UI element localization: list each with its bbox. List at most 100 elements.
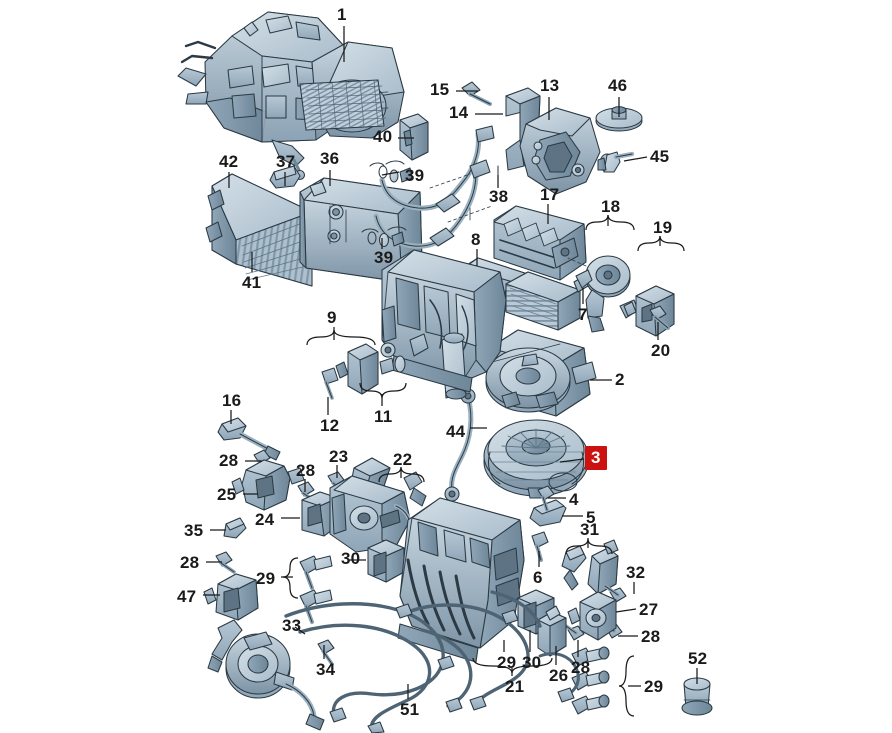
part-9-11-12-valve-parts (321, 333, 429, 400)
callout-label-28a: 28 (219, 451, 239, 470)
callout-label-28e: 28 (641, 627, 661, 646)
leader-line-33 (294, 626, 306, 635)
callout-label-51: 51 (400, 700, 420, 719)
callout-label-36: 36 (320, 149, 340, 168)
bracket-29a (282, 557, 299, 599)
part-21-lower-housing (397, 497, 525, 663)
callout-label-34: 34 (316, 660, 336, 679)
callout-label-11: 11 (374, 407, 393, 426)
part-47-actuator (203, 573, 259, 621)
part-30-relay-left (367, 539, 405, 583)
part-20-screw (649, 305, 670, 330)
part-45-stud (597, 151, 635, 173)
callout-label-28d: 28 (571, 658, 591, 677)
leader-line-45 (623, 156, 648, 162)
part-1-hvac-assembly (177, 11, 405, 181)
callout-label-47: 47 (177, 587, 197, 606)
callout-label-46: 46 (608, 76, 628, 95)
callout-label-24: 24 (255, 510, 275, 529)
callout-label-21: 21 (505, 677, 525, 696)
callout-label-7: 7 (578, 305, 588, 324)
part-40-connector (399, 113, 429, 161)
callout-label-12: 12 (320, 416, 340, 435)
part-52-grommet (681, 677, 713, 716)
bracket-31 (565, 538, 613, 555)
callout-label-29c: 29 (644, 677, 664, 696)
bracket-29c (618, 655, 635, 717)
callout-label-52: 52 (688, 649, 708, 668)
callout-label-40: 40 (373, 127, 393, 146)
part-33-34-51-harness (207, 485, 580, 733)
part-41-heat-exchanger (205, 173, 319, 287)
highlighted-part-number[interactable]: 3 (585, 446, 607, 470)
callout-label-1: 1 (337, 5, 347, 24)
callout-label-13: 13 (540, 76, 560, 95)
part-36-evaporator (299, 177, 423, 283)
part-35-clip (223, 517, 247, 539)
callout-label-28c: 28 (180, 553, 200, 572)
leader-line-27 (615, 608, 637, 613)
bracket-19 (637, 235, 685, 252)
part-15-bolt (461, 81, 492, 106)
bolt-28c (215, 551, 236, 574)
bracket-9 (306, 329, 376, 346)
callout-label-35: 35 (184, 521, 204, 540)
callout-label-38: 38 (489, 187, 509, 206)
callout-label-28b: 28 (296, 461, 316, 480)
callout-label-8: 8 (471, 230, 481, 249)
callout-label-30b: 30 (522, 653, 542, 672)
part-25-actuator (231, 459, 305, 511)
callout-label-29b: 29 (497, 653, 517, 672)
callout-label-4: 4 (569, 490, 579, 509)
callout-label-39b: 39 (374, 248, 394, 267)
callout-label-37: 37 (276, 152, 296, 171)
part-17-vent-assembly (493, 205, 587, 281)
callout-label-9: 9 (327, 308, 337, 327)
callout-label-45: 45 (650, 147, 670, 166)
bracket-18 (585, 214, 635, 231)
callout-label-44: 44 (446, 422, 466, 441)
callout-label-42: 42 (219, 152, 239, 171)
part-31-sensors (561, 539, 619, 595)
part-7-clip (575, 269, 593, 289)
part-30-relay-right (517, 589, 555, 635)
callout-label-41: 41 (242, 273, 262, 292)
part-39-38-refrigerant-lines (361, 125, 499, 249)
part-2-blower-housing (485, 329, 597, 417)
callout-label-18: 18 (601, 197, 621, 216)
bracket-22 (378, 466, 425, 483)
callout-label-16: 16 (222, 391, 242, 410)
callout-label-23: 23 (329, 447, 349, 466)
part-center-actuator-body (329, 475, 413, 553)
part-32-screw (603, 584, 627, 603)
bracket-21 (472, 657, 553, 674)
part-29-studs-left (299, 555, 333, 624)
callout-label-32: 32 (626, 563, 646, 582)
leader-line-highlight (559, 458, 585, 463)
part-27-motor (567, 591, 617, 641)
bracket-11 (359, 382, 407, 399)
callout-label-33: 33 (282, 616, 302, 635)
callout-label-2: 2 (615, 370, 625, 389)
part-13-mount-plate (519, 107, 601, 195)
callout-label-26: 26 (549, 666, 569, 685)
callout-label-6: 6 (533, 568, 543, 587)
callout-label-30a: 30 (341, 549, 361, 568)
callout-label-5: 5 (586, 508, 596, 527)
callout-label-22: 22 (393, 450, 413, 469)
callout-label-15: 15 (430, 80, 450, 99)
callout-label-25: 25 (217, 485, 237, 504)
callout-label-20: 20 (651, 341, 671, 360)
callout-label-17: 17 (540, 185, 560, 204)
callout-label-19: 19 (653, 218, 673, 237)
callout-label-29a: 29 (256, 569, 276, 588)
part-3-blower-fan-wheel (483, 419, 589, 499)
leader-lines (203, 26, 698, 717)
part-filter-element (505, 271, 581, 331)
callout-label-31: 31 (580, 520, 600, 539)
callout-label-27: 27 (639, 600, 659, 619)
leader-line-39a (381, 171, 400, 176)
part-26-resistor (537, 605, 567, 657)
